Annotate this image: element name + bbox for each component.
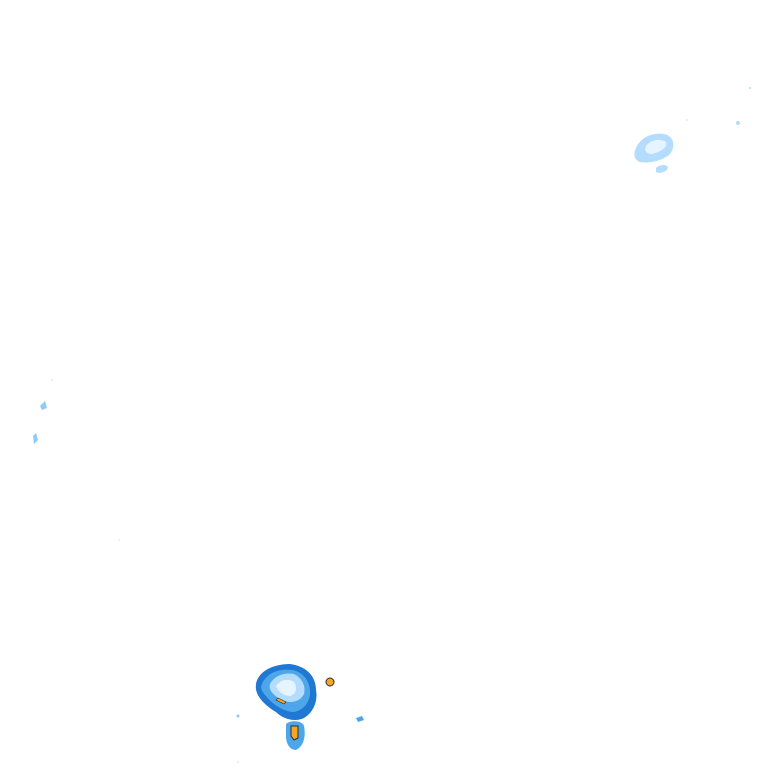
- echo-west-speck: [51, 379, 53, 381]
- echo-west-speck: [118, 539, 120, 541]
- echo-north-east-inner: [645, 139, 667, 154]
- echo-south-main-core: [276, 679, 297, 696]
- echo-north-east-speck: [749, 87, 751, 89]
- echo-south-main-heavy-streak: [275, 697, 287, 705]
- echo-south-east-blob: [356, 716, 364, 722]
- echo-west-speck: [33, 433, 38, 444]
- echo-north-east-speck: [736, 121, 740, 125]
- echo-south-heavy-blob: [325, 677, 335, 687]
- echo-west-specks: [33, 379, 120, 541]
- echo-north-east-tail: [656, 165, 668, 173]
- echo-south-main: [236, 664, 335, 763]
- echo-south-speck: [237, 761, 239, 763]
- echo-south-east-speck: [356, 716, 364, 722]
- echo-north-east: [634, 87, 751, 173]
- echo-west-speck: [40, 401, 47, 410]
- echo-south-speck: [236, 714, 240, 718]
- echo-south-main-heavy-core: [290, 725, 299, 741]
- echo-north-east-speck: [686, 119, 688, 121]
